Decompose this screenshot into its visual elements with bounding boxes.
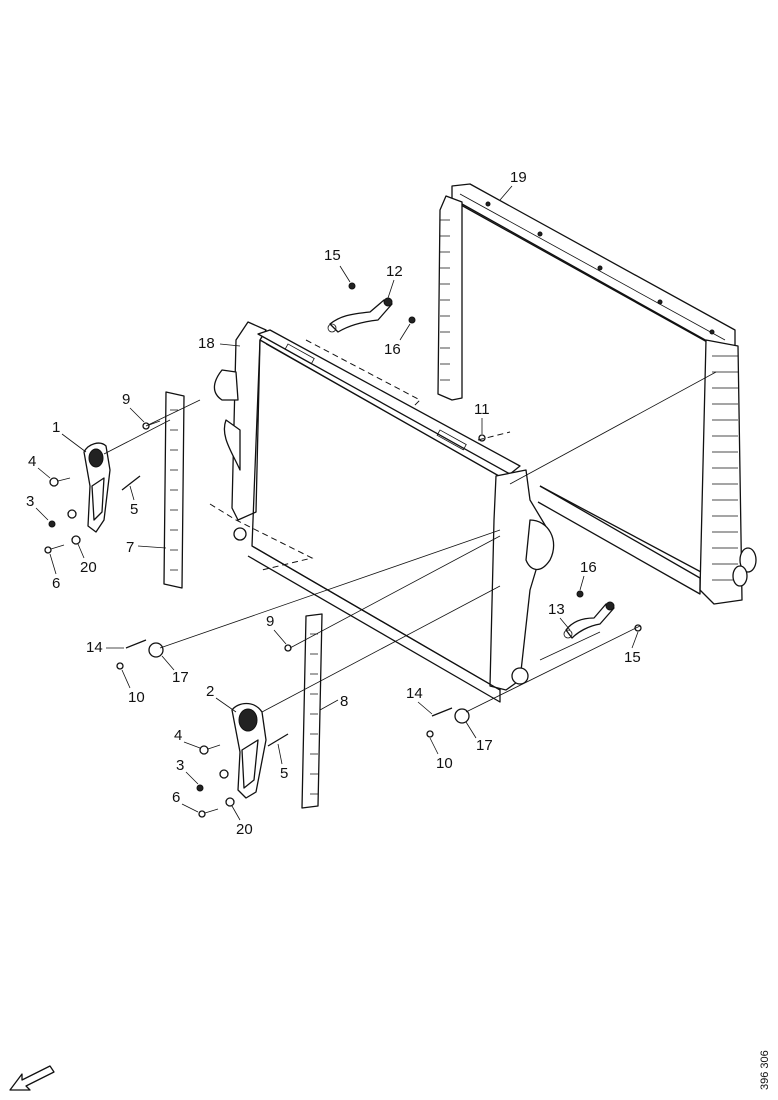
callout-5-left: 5 [130, 501, 138, 518]
callout-10-left: 10 [128, 689, 145, 706]
callout-4-right: 4 [174, 727, 182, 744]
callout-12: 12 [386, 263, 403, 280]
callout-14-right: 14 [406, 685, 423, 702]
mounting-strip-8 [301, 613, 323, 809]
pipe-12 [327, 297, 393, 333]
radiator-19 [437, 183, 757, 605]
callout-17-right: 17 [476, 737, 493, 754]
callout-3-right: 3 [176, 757, 184, 774]
callout-3-left: 3 [26, 493, 34, 510]
callout-14-left: 14 [86, 639, 103, 656]
callout-16-top: 16 [384, 341, 401, 358]
front-direction-arrow-icon [9, 1065, 55, 1091]
callout-6-left: 6 [52, 575, 60, 592]
mounting-strip-7 [163, 391, 185, 589]
callout-4-left: 4 [28, 453, 36, 470]
callout-15-top: 15 [324, 247, 341, 264]
bracket-1 [83, 442, 111, 533]
callout-9-top: 9 [122, 391, 130, 408]
callout-17-left: 17 [172, 669, 189, 686]
callouts: 19 15 12 16 18 9 11 1 4 3 5 7 20 6 16 13 [26, 169, 641, 838]
callout-1: 1 [52, 419, 60, 436]
callout-6-right: 6 [172, 789, 180, 806]
callout-13: 13 [548, 601, 565, 618]
condenser-18 [213, 321, 555, 703]
bracket-2 [231, 702, 267, 799]
callout-19: 19 [510, 169, 527, 186]
callout-20-right: 20 [236, 821, 253, 838]
assembly-lines [103, 339, 717, 713]
callout-11: 11 [474, 401, 490, 418]
callout-10-right: 10 [436, 755, 453, 772]
callout-5-right: 5 [280, 765, 288, 782]
callout-2: 2 [206, 683, 214, 700]
pipe-13 [563, 601, 615, 639]
callout-20-left: 20 [80, 559, 97, 576]
callout-7: 7 [126, 539, 134, 556]
callout-18: 18 [198, 335, 215, 352]
callout-8: 8 [340, 693, 348, 710]
callout-9-mid: 9 [266, 613, 274, 630]
callout-16-right: 16 [580, 559, 597, 576]
callout-15-right: 15 [624, 649, 641, 666]
reference-number: 396 306 [759, 1050, 771, 1090]
fasteners [44, 282, 642, 818]
